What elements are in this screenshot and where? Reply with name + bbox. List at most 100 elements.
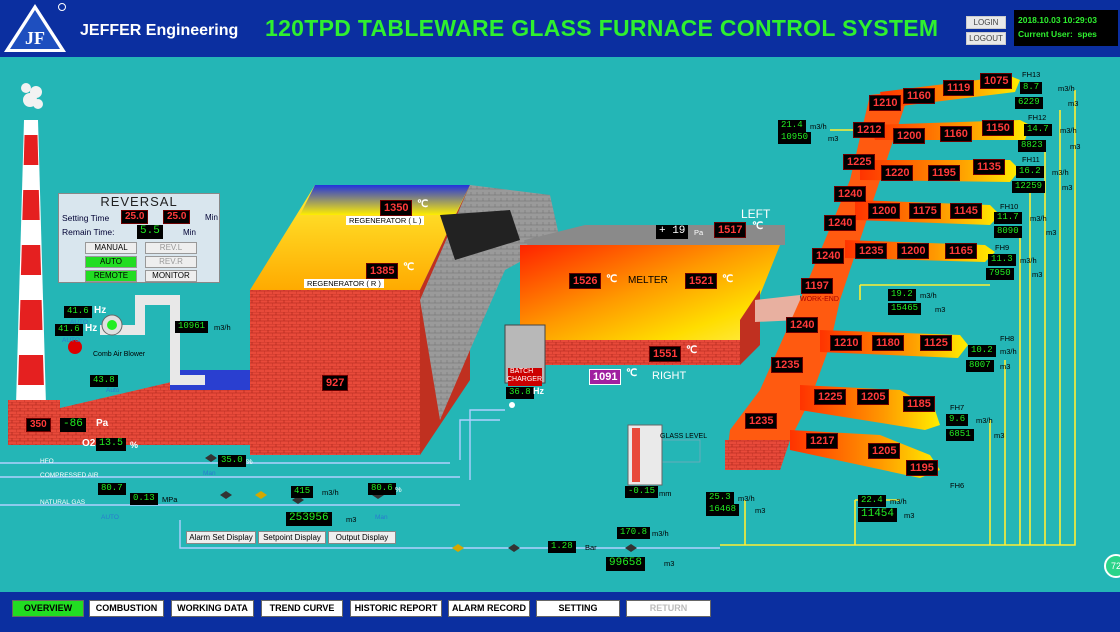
- natural-gas-label: NATURAL GAS: [40, 499, 86, 506]
- air-flow-value: 10961: [175, 321, 209, 333]
- fh8-temp-1: 1240: [786, 317, 819, 333]
- logo-text: JF: [25, 28, 45, 48]
- top-flow: 21.4: [778, 120, 806, 132]
- fh10-total-unit: m3: [1046, 228, 1057, 237]
- fh11-temp-3: 1195: [928, 165, 960, 181]
- remote-button[interactable]: REMOTE: [85, 270, 137, 282]
- melter-right-temp: 1091: [589, 369, 622, 385]
- regenerator-right-unit: ℃: [403, 262, 415, 273]
- bar-unit: Bar: [585, 543, 597, 552]
- top-flow-unit: m3/h: [810, 122, 827, 131]
- fh10-name: FH10: [1000, 202, 1019, 211]
- fh8-flow: 10.2: [968, 345, 996, 357]
- fh6-temp-4: 1195: [906, 460, 938, 476]
- fh12-temp-4: 1150: [982, 120, 1014, 136]
- fh9-flow-unit: m3/h: [1020, 256, 1037, 265]
- batch-hz-unit: Hz: [533, 386, 544, 396]
- left-flow-unit: m3/h: [738, 494, 755, 503]
- setting-time-2[interactable]: 25.0: [163, 210, 191, 224]
- fh-gas-flow: 170.8: [617, 527, 651, 539]
- main-flow-unit: m3/h: [920, 291, 937, 300]
- corner-badge[interactable]: 72: [1104, 554, 1120, 578]
- fh7-temp-2: 1225: [814, 389, 847, 405]
- login-button[interactable]: LOGIN: [966, 16, 1006, 29]
- melter-bottom-temp: 1551: [649, 346, 682, 362]
- nav-return[interactable]: RETURN: [626, 600, 711, 617]
- work-end-label: WORK-END: [800, 296, 839, 303]
- fh12-temp-1: 1212: [853, 122, 886, 138]
- fh6-temp-1: 1235: [745, 413, 778, 429]
- ng-valve2-mode: Man: [375, 514, 388, 521]
- fh-gas-flow-unit: m3/h: [652, 529, 669, 538]
- fh12-total-unit: m3: [1070, 142, 1081, 151]
- fh6-flow-unit: m3/h: [890, 497, 907, 506]
- ng-valve2-unit: %: [395, 485, 402, 494]
- fh9-name: FH9: [995, 243, 1010, 252]
- valve-gold: [255, 491, 464, 552]
- left-total-unit: m3: [755, 506, 766, 515]
- ng-pressure: 0.13: [130, 493, 158, 505]
- setting-time-1[interactable]: 25.0: [121, 210, 149, 224]
- fh8-flow-unit: m3/h: [1000, 347, 1017, 356]
- blower-hz-2: 41.6: [55, 324, 83, 336]
- remain-time-value: 5.5: [137, 225, 163, 239]
- nav-historic-report[interactable]: HISTORIC REPORT: [350, 600, 442, 617]
- left-total: 16468: [706, 504, 740, 516]
- main-flow: 19.2: [888, 289, 916, 301]
- rev-r-button[interactable]: REV.R: [145, 256, 197, 268]
- nav-overview[interactable]: OVERVIEW: [12, 600, 84, 617]
- melter-right-label: RIGHT: [652, 370, 687, 382]
- fh12-flow-unit: m3/h: [1060, 126, 1077, 135]
- regenerator-left-label: REGENERATOR ( L ): [346, 216, 425, 225]
- regenerator-body: [250, 290, 420, 455]
- reversal-title: REVERSAL: [100, 194, 178, 209]
- fh8-temp-4: 1125: [920, 335, 952, 351]
- output-display-button[interactable]: Output Display: [328, 531, 396, 544]
- distributor-temp: 1240: [812, 248, 845, 264]
- fh8-temp-2: 1210: [830, 335, 863, 351]
- glass-level-label: GLASS LEVEL: [660, 433, 708, 440]
- rev-l-button[interactable]: REV.L: [145, 242, 197, 254]
- monitor-button[interactable]: MONITOR: [145, 270, 197, 282]
- fh10-temp-1: 1240: [834, 186, 867, 202]
- remain-time-unit: Min: [183, 228, 196, 237]
- fh11-name: FH11: [1022, 155, 1040, 164]
- alarm-set-display-button[interactable]: Alarm Set Display: [186, 531, 256, 544]
- setpoint-display-button[interactable]: Setpoint Display: [258, 531, 326, 544]
- fh9-temp-1: 1240: [824, 215, 857, 231]
- regenerator-bottom-temp: 927: [322, 375, 349, 391]
- nav-setting[interactable]: SETTING: [536, 600, 620, 617]
- logout-button[interactable]: LOGOUT: [966, 32, 1006, 45]
- reversal-panel: REVERSAL Setting Time 25.0 25.0 Min Rema…: [58, 193, 220, 283]
- ng-flow-unit: m3/h: [322, 488, 339, 497]
- fh7-temp-1: 1235: [771, 357, 804, 373]
- air-pipe: [100, 295, 205, 385]
- flue-pressure-unit: Pa: [96, 418, 109, 429]
- batch-label-2: CHARGER: [507, 376, 543, 383]
- fh13-total: 6229: [1015, 97, 1043, 109]
- fh11-temp-2: 1220: [881, 165, 914, 181]
- nav-alarm-record[interactable]: ALARM RECORD: [448, 600, 530, 617]
- air-valve-mode: Auto: [106, 387, 120, 394]
- fh7-name: FH7: [950, 403, 965, 412]
- fh6-temp-3: 1205: [868, 443, 901, 459]
- setting-time-label: Setting Time: [62, 213, 110, 223]
- nav-trend-curve[interactable]: TREND CURVE: [261, 600, 343, 617]
- header-bar: JF JEFFER Engineering 120TPD TABLEWARE G…: [0, 0, 1120, 57]
- nav-working-data[interactable]: WORKING DATA: [171, 600, 254, 617]
- hfo-label: HFO: [40, 458, 54, 465]
- top-total: 10950: [778, 132, 812, 144]
- o2-unit: %: [130, 440, 139, 450]
- fh7-flow: 9.6: [946, 414, 969, 426]
- fh12-total: 8823: [1018, 140, 1046, 152]
- melter-right-temp-unit: ℃: [626, 368, 638, 379]
- nav-combustion[interactable]: COMBUSTION: [89, 600, 164, 617]
- melter-temp-2: 1521: [685, 273, 718, 289]
- page-title: 120TPD TABLEWARE GLASS FURNACE CONTROL S…: [265, 15, 939, 41]
- fh11-temp-4: 1135: [973, 159, 1005, 175]
- flue-pressure: -86: [60, 418, 86, 432]
- manual-button[interactable]: MANUAL: [85, 242, 137, 254]
- auto-button[interactable]: AUTO: [85, 256, 137, 268]
- blower-hz-unit-2: Hz: [85, 323, 98, 334]
- work-end-temp: 1197: [801, 278, 833, 294]
